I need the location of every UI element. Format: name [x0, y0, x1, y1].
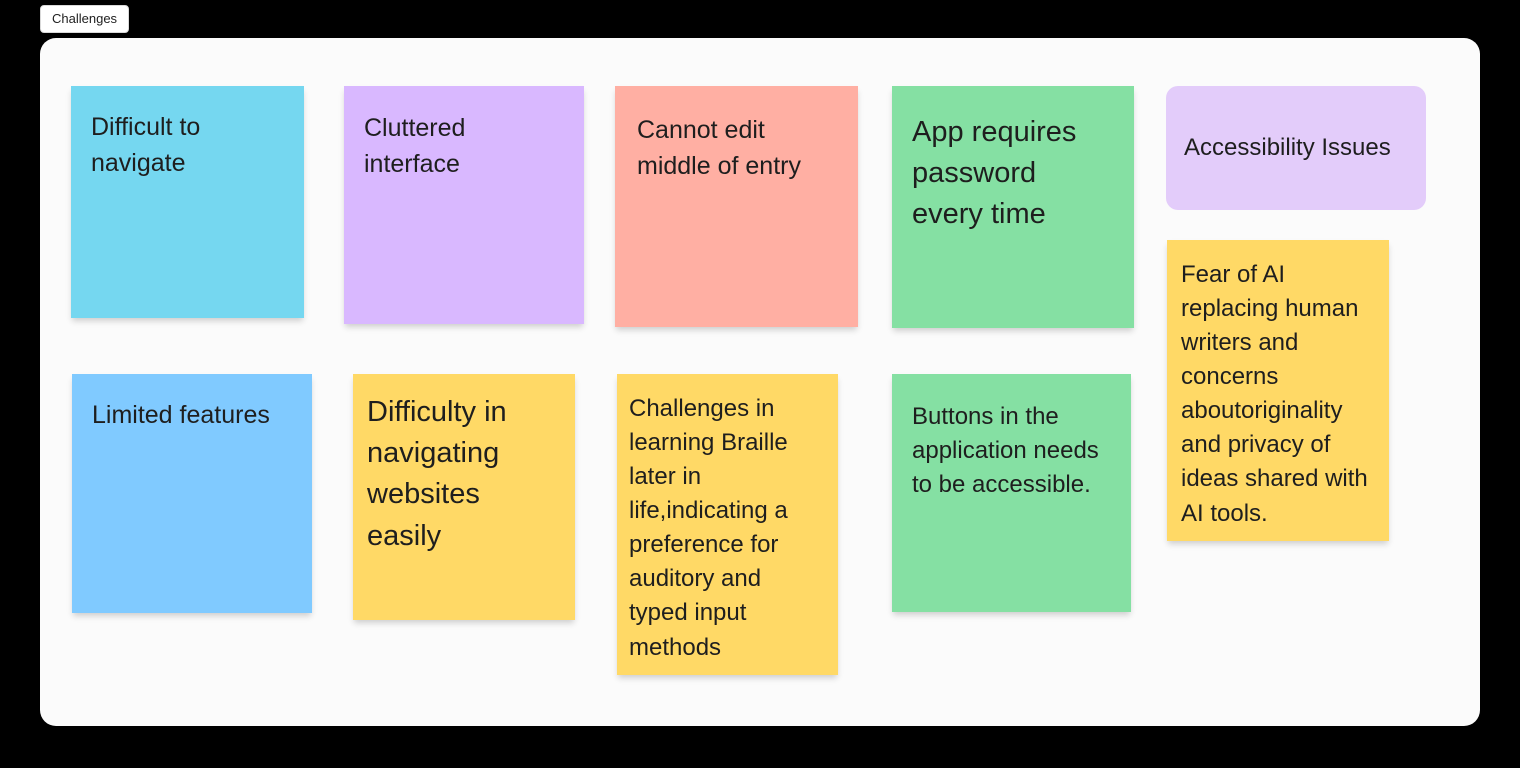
sticky-note-braille-challenges[interactable]: Challenges in learning Braille later in …	[617, 374, 838, 675]
sticky-note-fear-of-ai[interactable]: Fear of AI replacing human writers and c…	[1167, 240, 1389, 541]
sticky-note-buttons-accessible[interactable]: Buttons in the application needs to be a…	[892, 374, 1131, 612]
sticky-note-text: Fear of AI replacing human writers and c…	[1181, 261, 1368, 527]
sticky-note-cluttered-interface[interactable]: Cluttered interface	[344, 86, 584, 324]
sticky-note-text: Cluttered interface	[364, 114, 466, 178]
sticky-note-app-requires-password[interactable]: App requires password every time	[892, 86, 1134, 328]
shape-text: Accessibility Issues	[1184, 133, 1391, 161]
sticky-note-text: Limited features	[92, 401, 270, 429]
sticky-note-text: Cannot edit middle of entry	[637, 116, 801, 180]
sticky-note-limited-features[interactable]: Limited features	[72, 374, 312, 613]
sticky-note-cannot-edit-middle[interactable]: Cannot edit middle of entry	[615, 86, 858, 327]
sticky-note-text: App requires password every time	[912, 116, 1077, 231]
shape-accessibility-issues[interactable]: Accessibility Issues	[1166, 86, 1426, 210]
sticky-note-difficulty-navigating-websites[interactable]: Difficulty in navigating websites easily	[353, 374, 575, 620]
sticky-note-text: Challenges in learning Braille later in …	[629, 395, 788, 661]
section-label-challenges[interactable]: Challenges	[40, 5, 130, 33]
sticky-note-text: Buttons in the application needs to be a…	[912, 403, 1099, 499]
sticky-note-difficult-to-navigate[interactable]: Difficult to navigate	[71, 86, 304, 318]
sticky-note-text: Difficulty in navigating websites easily	[367, 396, 507, 552]
sticky-note-text: Difficult to navigate	[91, 113, 201, 177]
